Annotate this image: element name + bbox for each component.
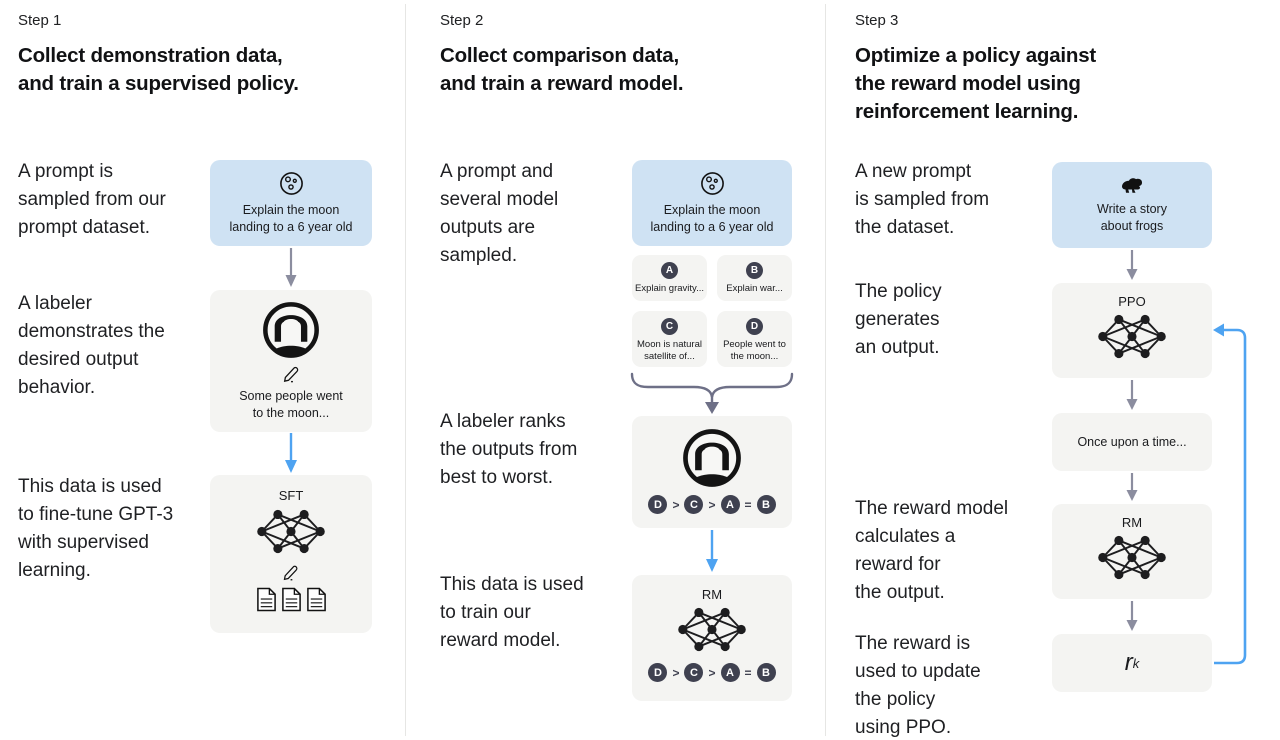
output-c-box: C Moon is natural satellite of... bbox=[632, 311, 707, 367]
rank-item: D bbox=[648, 663, 668, 682]
step3-rm-box: RM bbox=[1052, 504, 1212, 599]
step1-prompt-text: Explain the moon landing to a 6 year old bbox=[229, 203, 353, 234]
rank-separator: = bbox=[744, 497, 752, 512]
moon-icon bbox=[278, 170, 305, 197]
step3-output-box: Once upon a time... bbox=[1052, 413, 1212, 471]
step2-caption-labeler: A labeler ranks the outputs from best to… bbox=[440, 411, 578, 489]
output-c-badge: C bbox=[661, 318, 678, 335]
labeler-avatar-icon bbox=[682, 428, 742, 488]
neural-network-icon bbox=[675, 604, 749, 655]
neural-network-icon bbox=[1095, 311, 1169, 362]
step2-rm-box: RM D > C > A = B bbox=[632, 575, 792, 701]
down-arrow-gray-icon bbox=[1125, 250, 1139, 281]
step2-caption-data: This data is used to train our reward mo… bbox=[440, 574, 584, 652]
step1-prompt-box: Explain the moon landing to a 6 year old bbox=[210, 160, 372, 246]
moon-icon bbox=[699, 170, 726, 197]
step2-prompt-text: Explain the moon landing to a 6 year old bbox=[650, 203, 774, 234]
rank-item: A bbox=[720, 663, 740, 682]
step3-ppo-box: PPO bbox=[1052, 283, 1212, 378]
step3-prompt-box: Write a story about frogs bbox=[1052, 162, 1212, 248]
reward-value: r bbox=[1124, 649, 1133, 676]
step1-caption-data: This data is used to fine-tune GPT-3 wit… bbox=[18, 476, 174, 582]
step1-labeler-text: Some people went to the moon... bbox=[239, 389, 343, 420]
pencil-icon bbox=[281, 562, 301, 582]
rank-separator: = bbox=[744, 665, 752, 680]
feedback-loop-arrow-icon bbox=[1213, 318, 1251, 670]
frog-icon bbox=[1119, 175, 1145, 196]
rank-item: D bbox=[648, 495, 668, 514]
ranking-row: D > C > A = B bbox=[648, 663, 776, 682]
step3-caption-reward: The reward model calculates a reward for… bbox=[855, 498, 1009, 604]
rank-separator: > bbox=[708, 665, 716, 680]
output-c-label: Moon is natural satellite of... bbox=[637, 339, 702, 363]
ppo-label: PPO bbox=[1118, 294, 1146, 309]
step1-caption-prompt: A prompt is sampled from our prompt data… bbox=[18, 161, 166, 239]
labeler-avatar-icon bbox=[262, 301, 320, 359]
step3-caption-prompt: A new prompt is sampled from the dataset… bbox=[855, 161, 990, 239]
output-b-badge: B bbox=[746, 262, 763, 279]
sft-label: SFT bbox=[278, 488, 304, 503]
step1-labeler-box: Some people went to the moon... bbox=[210, 290, 372, 432]
down-arrow-gray-icon bbox=[1125, 601, 1139, 632]
rank-item: C bbox=[684, 663, 704, 682]
down-arrow-gray-icon bbox=[284, 248, 298, 288]
rank-item: C bbox=[684, 495, 704, 514]
rank-item: B bbox=[756, 663, 776, 682]
output-b-box: B Explain war... bbox=[717, 255, 792, 301]
step3-caption-policy: The policy generates an output. bbox=[855, 281, 942, 359]
step2-caption-prompt: A prompt and several model outputs are s… bbox=[440, 161, 559, 267]
rank-separator: > bbox=[672, 497, 680, 512]
neural-network-icon bbox=[1095, 532, 1169, 583]
rank-item: A bbox=[720, 495, 740, 514]
output-d-badge: D bbox=[746, 318, 763, 335]
step3-title: Optimize a policy against the reward mod… bbox=[855, 44, 1097, 124]
column-divider bbox=[825, 4, 826, 736]
down-arrow-blue-icon bbox=[284, 433, 298, 473]
step2-ranking-box: D > C > A = B bbox=[632, 416, 792, 528]
pencil-icon bbox=[281, 363, 302, 384]
down-arrow-blue-icon bbox=[705, 530, 719, 572]
step2-title: Collect comparison data, and train a rew… bbox=[440, 44, 684, 96]
output-a-badge: A bbox=[661, 262, 678, 279]
step3-output-text: Once upon a time... bbox=[1077, 434, 1187, 449]
step2-label: Step 2 bbox=[440, 12, 484, 29]
neural-network-icon bbox=[254, 506, 328, 557]
rank-item: B bbox=[756, 495, 776, 514]
documents-icon bbox=[256, 587, 327, 612]
step3-label: Step 3 bbox=[855, 12, 899, 29]
step1-label: Step 1 bbox=[18, 12, 62, 29]
reward-value-subscript: k bbox=[1132, 655, 1140, 671]
output-a-label: Explain gravity... bbox=[635, 283, 704, 294]
rm-label: RM bbox=[1121, 515, 1143, 530]
column-divider bbox=[405, 4, 406, 736]
step1-caption-labeler: A labeler demonstrates the desired outpu… bbox=[18, 293, 165, 399]
down-arrow-gray-icon bbox=[1125, 380, 1139, 411]
step3-caption-update: The reward is used to update the policy … bbox=[855, 633, 981, 739]
step3-prompt-text: Write a story about frogs bbox=[1097, 202, 1167, 233]
output-a-box: A Explain gravity... bbox=[632, 255, 707, 301]
rm-label: RM bbox=[701, 587, 723, 602]
step1-title: Collect demonstration data, and train a … bbox=[18, 44, 299, 96]
output-d-box: D People went to the moon... bbox=[717, 311, 792, 367]
output-b-label: Explain war... bbox=[726, 283, 783, 294]
rank-separator: > bbox=[708, 497, 716, 512]
merge-brace-icon bbox=[630, 372, 794, 416]
step1-sft-box: SFT bbox=[210, 475, 372, 633]
step2-prompt-box: Explain the moon landing to a 6 year old bbox=[632, 160, 792, 246]
rank-separator: > bbox=[672, 665, 680, 680]
ranking-row: D > C > A = B bbox=[648, 495, 776, 514]
output-d-label: People went to the moon... bbox=[723, 339, 786, 363]
down-arrow-gray-icon bbox=[1125, 473, 1139, 502]
